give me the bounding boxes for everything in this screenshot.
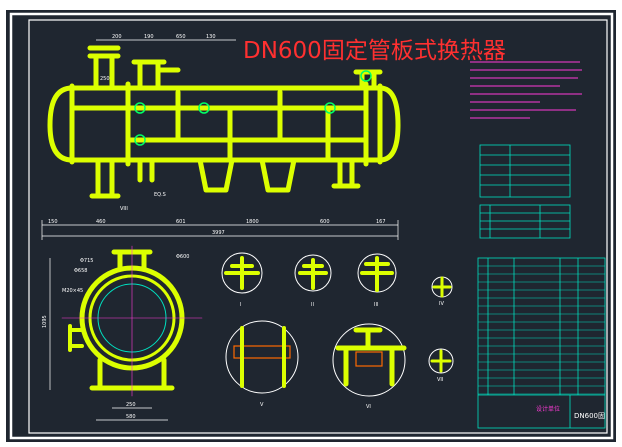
nozzle-bottom-left — [89, 157, 121, 199]
detail-vii — [428, 348, 454, 374]
marker-1 — [134, 102, 146, 114]
detail-v-hatch — [233, 345, 291, 359]
end-dim-label: M20×45 — [62, 288, 83, 294]
nozzle-bottom-mid — [137, 157, 155, 183]
detail-vi-circle — [332, 323, 406, 397]
end-view-nozzle-left — [68, 324, 84, 352]
dim-small-note: EQ.S — [154, 192, 166, 198]
detail-i — [221, 252, 263, 294]
detail-vi — [332, 323, 407, 397]
dim-bottom-2: 460 — [96, 219, 106, 225]
detail-i-part — [224, 256, 260, 290]
end-dim-dia: Φ658 — [74, 268, 87, 274]
detail-labels: I II III IV V VI VII VIII — [120, 206, 444, 410]
parts-list-rows — [478, 265, 605, 395]
inner-frame — [28, 19, 608, 434]
end-dim-top-1: Φ715 — [80, 258, 93, 264]
detail-label-vi: VI — [366, 404, 371, 410]
detail-vi-hatch — [355, 351, 383, 367]
technical-notes — [470, 61, 582, 119]
saddle-left — [197, 157, 235, 193]
end-dim-top-2: Φ600 — [176, 254, 189, 260]
nozzle-table-frame — [479, 204, 571, 239]
marker-3 — [198, 102, 210, 114]
accent-markers — [134, 70, 372, 146]
dim-top-4: 130 — [206, 34, 216, 40]
dim-top-2: 190 — [144, 34, 154, 40]
end-view-dim-lines — [49, 258, 168, 421]
detail-label-iv: IV — [439, 301, 444, 307]
detail-ii-part — [298, 258, 328, 290]
main-dimensions — [41, 39, 399, 240]
marker-2 — [134, 134, 146, 146]
detail-v-circle — [225, 320, 299, 394]
detail-iv — [431, 276, 453, 298]
end-dim-bottom-2: 580 — [126, 414, 136, 420]
drawing-title: DN600固定管板式换热器 — [243, 38, 506, 64]
design-data-table — [479, 144, 571, 198]
detail-iv-part — [432, 276, 452, 298]
detail-label-iii: III — [374, 302, 378, 308]
end-view-dim-texts: 250 580 1095 Φ715 Φ600 Φ658 M20×45 — [42, 254, 189, 420]
marker-5 — [360, 70, 372, 82]
detail-i-circle — [221, 252, 263, 294]
dim-nozzle-top-left: 250 — [100, 76, 110, 82]
detail-ii-circle — [294, 254, 332, 292]
detail-iii-part — [360, 256, 394, 292]
detail-label-viii: VIII — [120, 206, 128, 212]
nozzle-top-left — [87, 45, 121, 91]
detail-label-vii: VII — [437, 377, 443, 383]
main-dimension-texts: 200 190 650 130 250 150 460 601 1800 600… — [48, 34, 386, 236]
dim-bottom-4: 1800 — [246, 219, 259, 225]
design-table-frame — [479, 144, 571, 198]
detail-v-part — [240, 326, 286, 388]
detail-label-i: I — [240, 302, 241, 308]
parts-list-frame — [477, 257, 606, 429]
detail-ii — [294, 254, 332, 292]
end-view — [61, 245, 203, 397]
nozzle-table — [479, 204, 571, 239]
dim-bottom-1: 150 — [48, 219, 58, 225]
main-elevation-view — [47, 45, 401, 199]
nozzle-bottom-right — [331, 157, 361, 189]
detail-label-ii: II — [311, 302, 314, 308]
title-block-unit-name: 设计单位 — [536, 405, 560, 413]
detail-v — [225, 320, 299, 394]
dim-bottom-6: 167 — [376, 219, 386, 225]
detail-vi-part — [335, 327, 407, 387]
dim-bottom-3: 601 — [176, 219, 186, 225]
title-block-part-name: DN600固 — [574, 412, 605, 420]
outer-frame — [9, 12, 614, 440]
nozzle-top-mid — [131, 59, 181, 91]
marker-4 — [324, 102, 336, 114]
detail-iii — [357, 253, 397, 293]
dim-top-1: 200 — [112, 34, 122, 40]
end-dim-side: 1095 — [42, 315, 48, 328]
detail-views — [221, 252, 454, 397]
dim-top-3: 650 — [176, 34, 186, 40]
detail-vii-circle — [428, 348, 454, 374]
saddle-right — [259, 157, 297, 193]
end-dim-bottom-1: 250 — [126, 402, 136, 408]
title-block-texts: DN600固 设计单位 — [536, 405, 605, 420]
dim-bottom-5: 600 — [320, 219, 330, 225]
dim-overall: 3997 — [212, 230, 225, 236]
parts-list — [477, 257, 606, 429]
detail-label-v: V — [260, 402, 264, 408]
detail-vii-part — [430, 349, 452, 373]
